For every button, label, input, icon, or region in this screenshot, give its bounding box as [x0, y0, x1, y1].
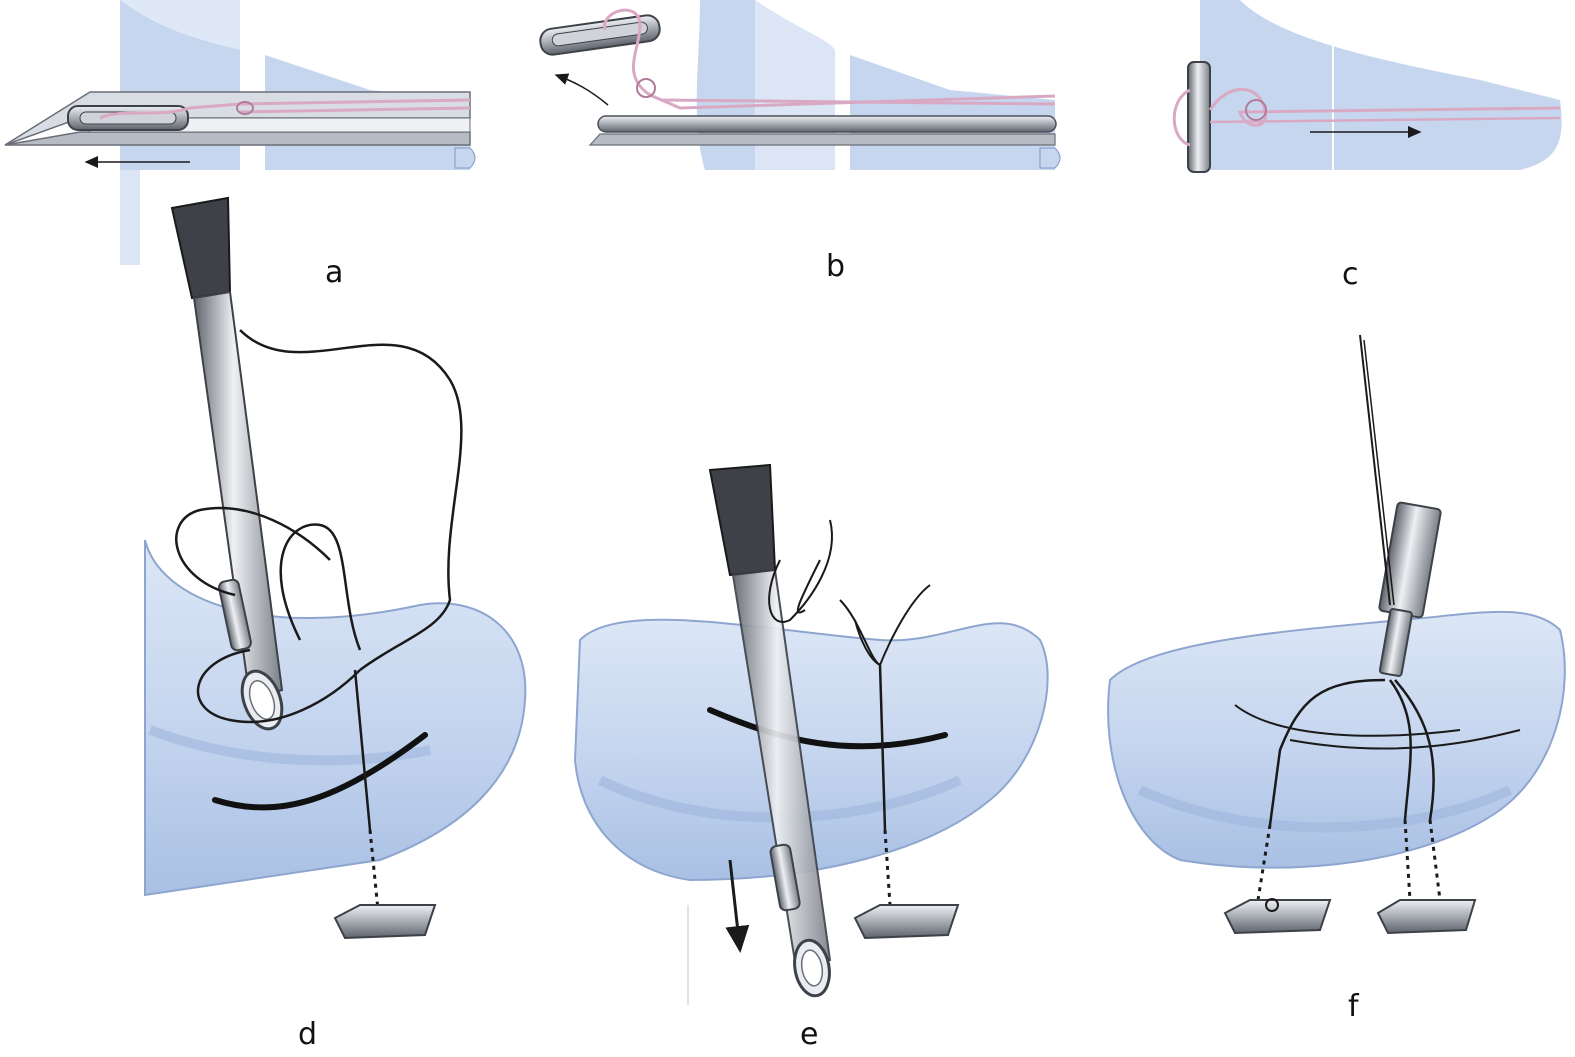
t-fastener-icon	[218, 578, 252, 652]
panel-b-illustration	[539, 0, 1061, 170]
needle-icon	[1378, 501, 1442, 677]
suture-knot-icon	[1265, 898, 1279, 912]
suture-knot-icon	[236, 101, 254, 115]
t-fastener-icon	[67, 105, 189, 131]
t-fastener-icon	[1187, 61, 1211, 173]
panel-label-a: a	[325, 255, 344, 290]
t-fastener-icon	[853, 904, 960, 940]
needle-icon	[588, 115, 1061, 169]
panel-f-illustration	[1107, 334, 1566, 935]
panel-label-c: c	[1342, 257, 1359, 292]
panel-d-illustration	[144, 196, 527, 940]
panel-label-e: e	[800, 1017, 819, 1052]
panel-a-illustration	[4, 0, 476, 265]
panel-e-illustration	[573, 463, 1049, 1005]
suture-knot-icon	[1245, 99, 1267, 121]
panel-label-f: f	[1348, 989, 1359, 1024]
needle-icon	[170, 196, 284, 731]
panel-label-d: d	[298, 1017, 318, 1052]
t-fastener-icon	[769, 843, 801, 912]
t-fastener-icon	[539, 14, 661, 56]
direction-arrow-icon	[554, 73, 609, 106]
t-fastener-icon	[333, 904, 437, 940]
t-fastener-icon	[1223, 899, 1477, 935]
suture-knot-icon	[636, 78, 656, 98]
panel-c-illustration	[1172, 0, 1562, 173]
panel-label-b: b	[826, 249, 846, 284]
needle-icon	[708, 463, 832, 998]
direction-arrow-icon	[725, 859, 750, 953]
